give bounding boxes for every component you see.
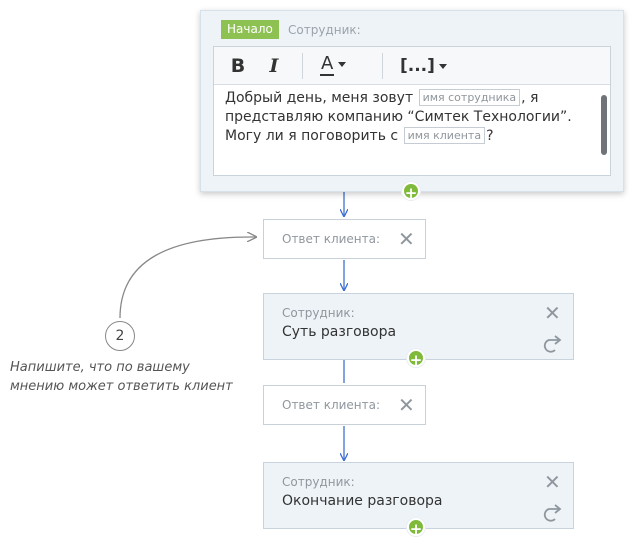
insert-variable-icon: [...] — [400, 56, 435, 76]
close-icon[interactable]: ✕ — [398, 393, 415, 417]
message-text[interactable]: Добрый день, меня зовут имя сотрудника, … — [225, 89, 585, 146]
card-role-label: Сотрудник: — [288, 23, 361, 37]
toolbar-separator — [382, 53, 383, 79]
message-editor[interactable]: B I A [...] Добрый день, меня зовут имя … — [213, 46, 611, 176]
node-label: Сотрудник: — [282, 475, 355, 489]
toolbar-separator — [302, 53, 303, 79]
start-message-card[interactable]: Начало Сотрудник: B I A [...] Добрый ден… — [200, 10, 624, 192]
node-label: Ответ клиента: — [282, 398, 381, 412]
add-step-button[interactable]: + — [402, 182, 420, 202]
step-number-badge: 2 — [105, 321, 135, 351]
chevron-down-icon — [438, 64, 447, 69]
node-label: Сотрудник: — [282, 306, 355, 320]
loop-back-icon[interactable] — [541, 334, 563, 354]
client-answer-node[interactable]: Ответ клиента: ✕ — [263, 219, 426, 259]
message-text-part: , я представляю компанию “Симтек Техноло… — [225, 90, 572, 144]
loop-back-icon[interactable] — [541, 503, 563, 523]
editor-toolbar: B I A [...] — [214, 47, 610, 85]
close-icon[interactable]: ✕ — [398, 227, 415, 251]
font-color-icon: A — [320, 53, 335, 76]
font-color-button[interactable]: A — [320, 54, 364, 80]
employee-node[interactable]: Сотрудник: Окончание разговора ✕ — [263, 462, 574, 529]
hint-text: Напишите, что по вашему мнению может отв… — [10, 360, 233, 394]
add-step-button[interactable]: + — [407, 518, 425, 538]
node-label: Ответ клиента: — [282, 232, 381, 246]
close-icon[interactable]: ✕ — [544, 301, 561, 325]
hint-arrow — [119, 237, 256, 319]
variable-tag-employee-name[interactable]: имя сотрудника — [418, 89, 521, 106]
insert-variable-button[interactable]: [...] — [400, 54, 448, 80]
chevron-down-icon — [338, 62, 347, 67]
variable-tag-client-name[interactable]: имя клиента — [403, 127, 486, 144]
bold-button[interactable]: B — [230, 55, 246, 77]
close-icon[interactable]: ✕ — [544, 470, 561, 494]
client-answer-node[interactable]: Ответ клиента: ✕ — [263, 385, 426, 425]
italic-button[interactable]: I — [269, 55, 279, 77]
editor-scrollbar[interactable] — [601, 95, 607, 155]
message-text-part: Добрый день, меня зовут — [225, 90, 418, 106]
node-title: Суть разговора — [282, 324, 397, 340]
node-title: Окончание разговора — [282, 493, 443, 509]
add-step-button[interactable]: + — [407, 349, 425, 369]
message-text-part: ? — [486, 128, 494, 144]
start-badge: Начало — [221, 20, 279, 39]
